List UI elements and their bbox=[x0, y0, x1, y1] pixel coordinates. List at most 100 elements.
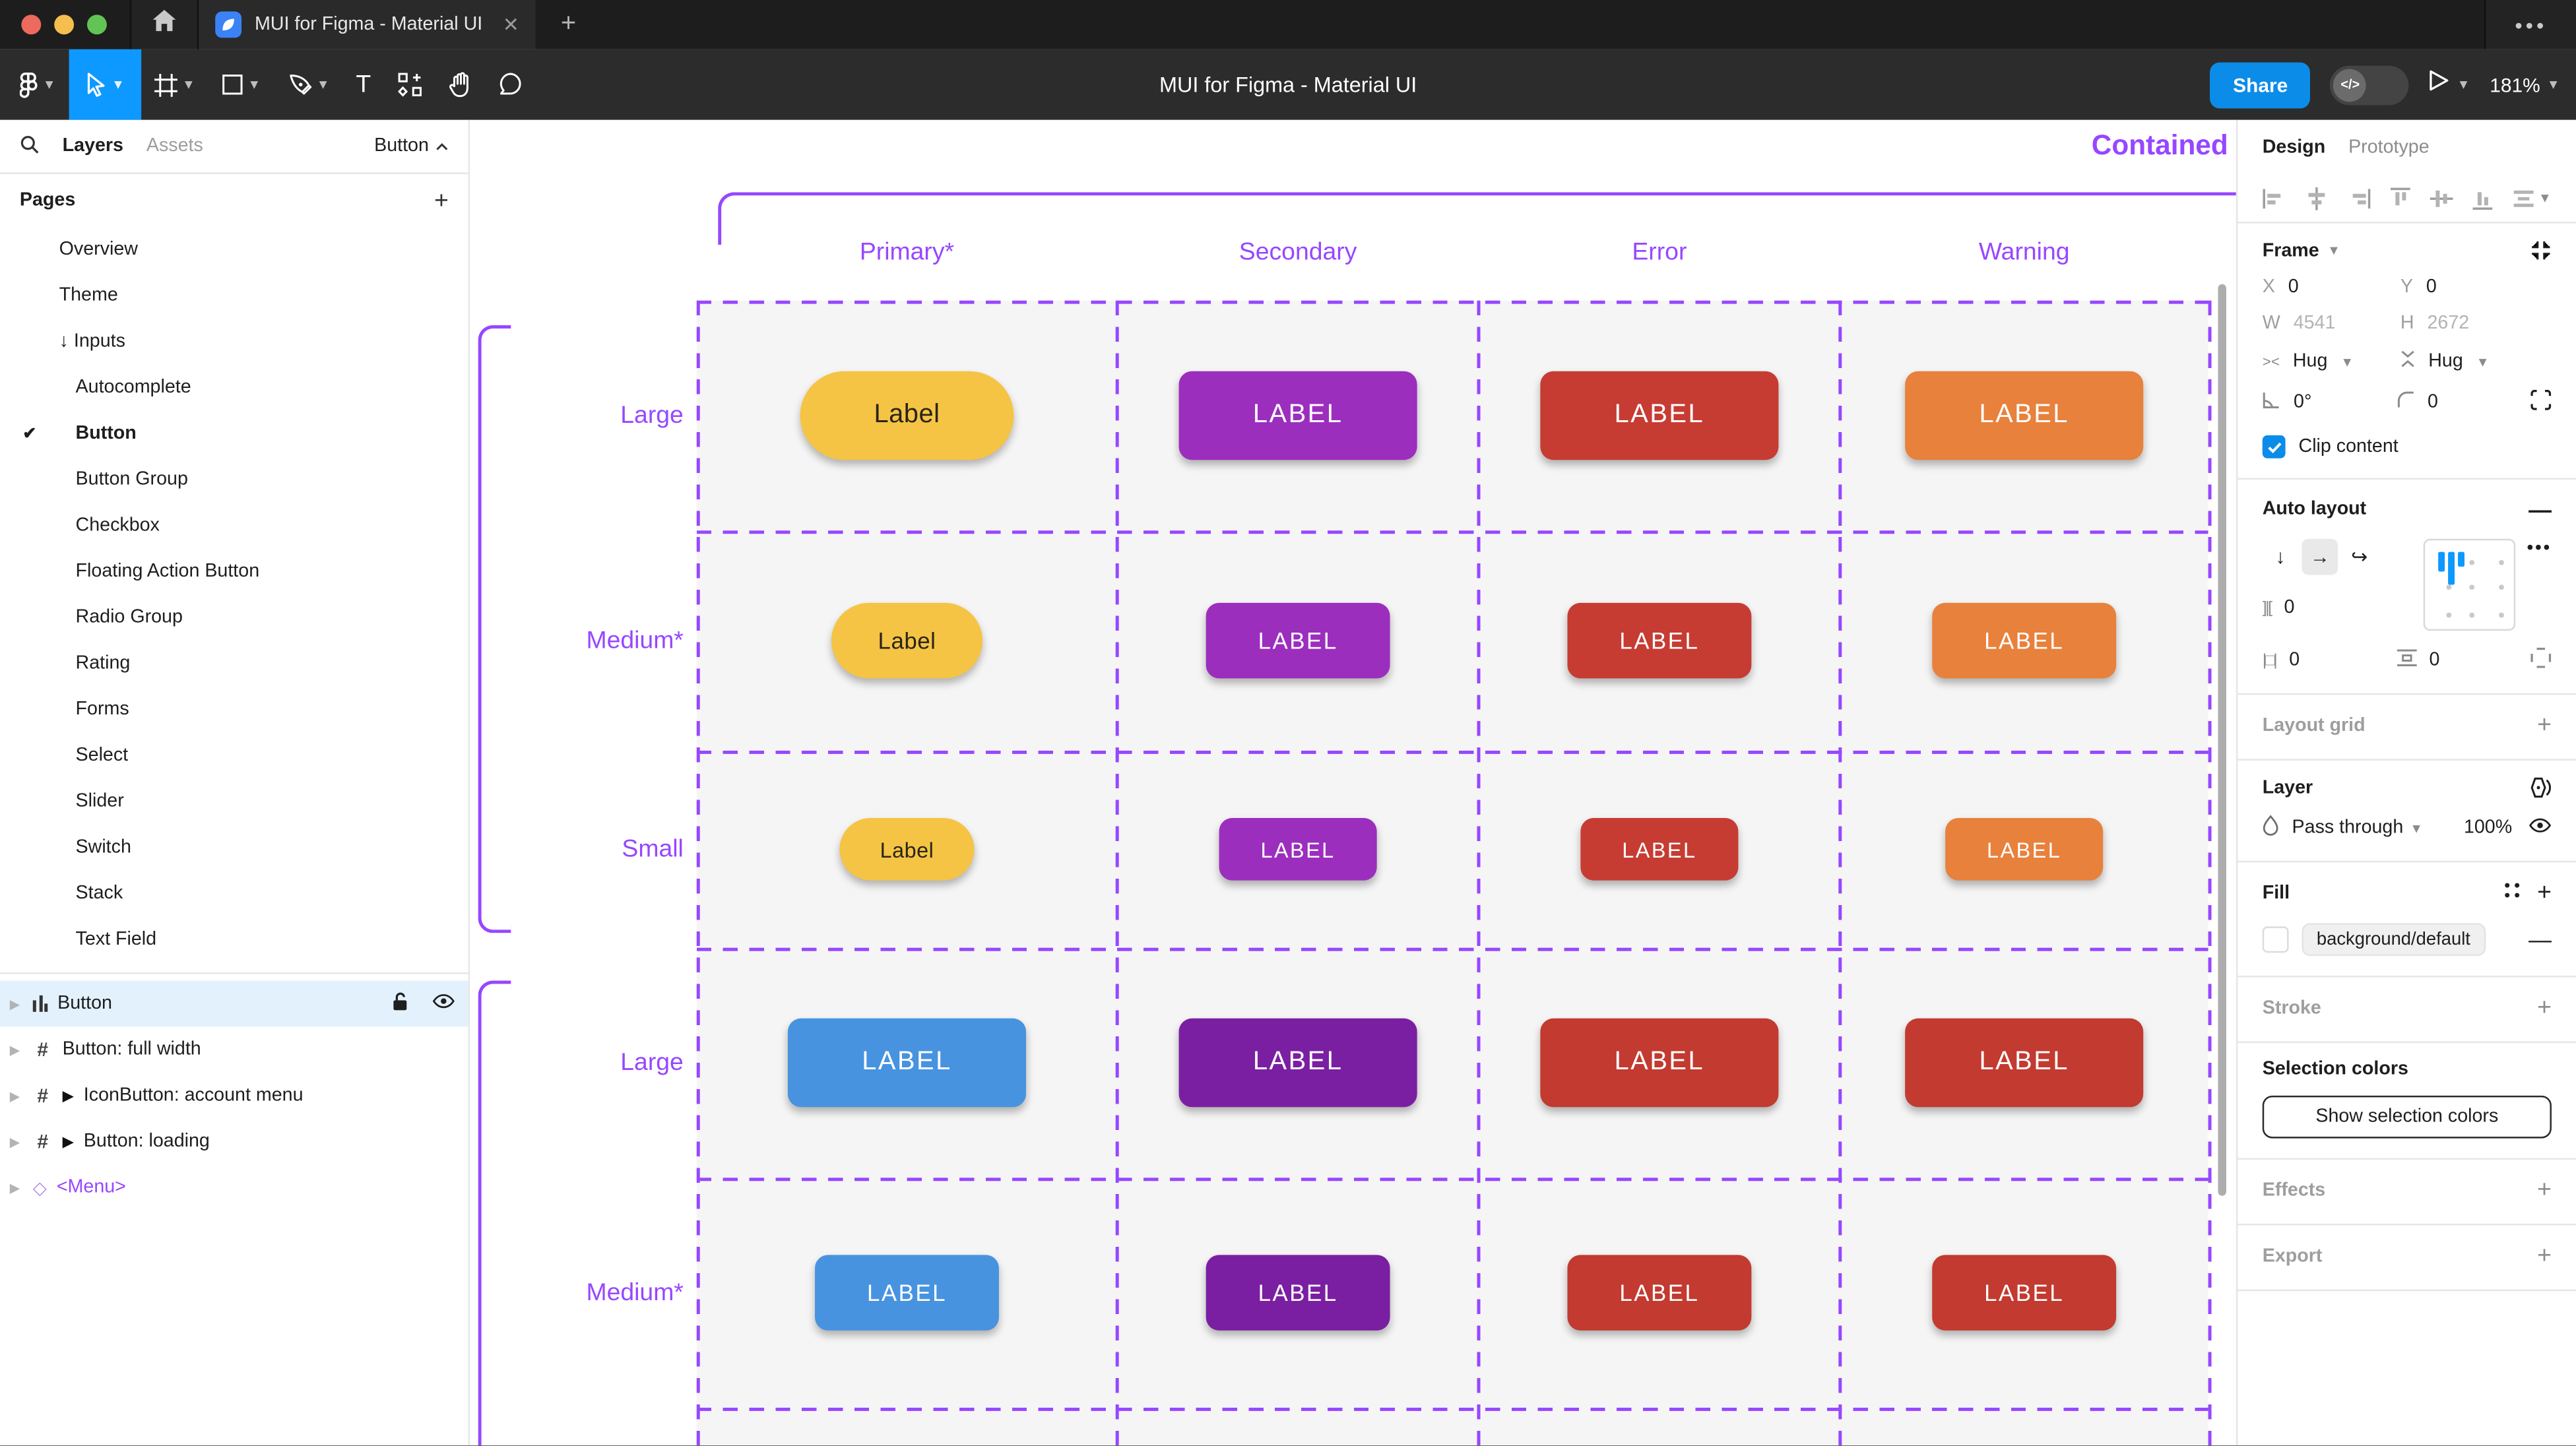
auto-layout-more-button[interactable]: ••• bbox=[2527, 538, 2552, 559]
add-page-button[interactable]: + bbox=[434, 186, 449, 214]
page-item-floating-action-button[interactable]: Floating Action Button bbox=[0, 549, 468, 595]
resources-tool-button[interactable] bbox=[384, 49, 435, 120]
tab-design[interactable]: Design bbox=[2262, 137, 2326, 157]
page-item-radio-group[interactable]: Radio Group bbox=[0, 594, 468, 641]
distribute-menu-icon[interactable]: ▼ bbox=[2512, 188, 2552, 208]
page-item-select[interactable]: Select bbox=[0, 733, 468, 779]
vertical-padding-field[interactable]: 0 bbox=[2396, 649, 2530, 672]
sample-button-medium-error[interactable]: LABEL bbox=[1567, 1255, 1752, 1331]
sample-button-medium-warning[interactable]: LABEL bbox=[1932, 1255, 2117, 1331]
sample-button-medium-secondary[interactable]: LABEL bbox=[1206, 602, 1390, 679]
move-tool-button[interactable]: ▼ bbox=[69, 49, 141, 120]
blend-mode-select[interactable]: Pass through bbox=[2292, 818, 2404, 838]
new-tab-button[interactable]: + bbox=[535, 0, 602, 49]
sample-button-large-error[interactable]: LABEL bbox=[1540, 371, 1779, 460]
zoom-window-button[interactable] bbox=[86, 15, 107, 35]
flow-horizontal-option[interactable]: → bbox=[2302, 538, 2338, 575]
frame-tool-button[interactable]: ▼ bbox=[141, 49, 209, 120]
show-selection-colors-button[interactable]: Show selection colors bbox=[2262, 1095, 2552, 1139]
item-spacing-field[interactable]: ]|[ 0 bbox=[2262, 598, 2295, 618]
sample-button-large-warning[interactable]: LABEL bbox=[1905, 1018, 2144, 1108]
pen-tool-button[interactable]: ▼ bbox=[274, 49, 342, 120]
clip-content-checkbox[interactable]: Clip content bbox=[2262, 435, 2552, 458]
page-item-autocomplete[interactable]: Autocomplete bbox=[0, 365, 468, 411]
page-item-checkbox[interactable]: Checkbox bbox=[0, 503, 468, 549]
page-item-switch[interactable]: Switch bbox=[0, 825, 468, 871]
tab-layers[interactable]: Layers bbox=[62, 136, 123, 156]
disclosure-chevron-icon[interactable]: ▶ bbox=[9, 1134, 20, 1149]
page-item-slider[interactable]: Slider bbox=[0, 778, 468, 825]
page-item-text-field[interactable]: Text Field bbox=[0, 916, 468, 962]
frame-section-title[interactable]: Frame bbox=[2262, 240, 2319, 261]
independent-padding-icon[interactable] bbox=[2530, 647, 2552, 674]
comment-tool-button[interactable] bbox=[484, 49, 535, 120]
page-item-theme[interactable]: Theme bbox=[0, 272, 468, 319]
window-overflow-menu[interactable]: ••• bbox=[2486, 0, 2576, 49]
align-top-icon[interactable] bbox=[2390, 187, 2410, 210]
apply-mask-icon[interactable] bbox=[2528, 777, 2552, 798]
disclosure-chevron-icon[interactable]: ▶ bbox=[9, 996, 20, 1011]
page-item-rating[interactable]: Rating bbox=[0, 641, 468, 687]
layer-row-button-full-width[interactable]: ▶#Button: full width bbox=[0, 1026, 468, 1073]
sample-button-large-secondary[interactable]: LABEL bbox=[1178, 1018, 1417, 1108]
add-fill-button[interactable]: + bbox=[2537, 879, 2552, 907]
remove-auto-layout-button[interactable]: — bbox=[2528, 495, 2552, 522]
tab-prototype[interactable]: Prototype bbox=[2348, 137, 2430, 157]
vertical-resizing-select[interactable]: Hug▼ bbox=[2400, 350, 2538, 373]
chevron-down-icon[interactable]: ▼ bbox=[112, 77, 125, 92]
hand-tool-button[interactable] bbox=[435, 49, 484, 120]
canvas-scrollbar[interactable] bbox=[2218, 284, 2226, 1196]
visibility-eye-icon[interactable] bbox=[2528, 818, 2552, 838]
layer-row-button-loading[interactable]: ▶#▶Button: loading bbox=[0, 1119, 468, 1165]
text-tool-button[interactable]: T bbox=[342, 49, 384, 120]
flow-vertical-option[interactable]: ↓ bbox=[2275, 545, 2286, 569]
page-item-button[interactable]: ✔Button bbox=[0, 411, 468, 457]
sample-button-small-primary[interactable]: Label bbox=[839, 818, 975, 881]
sample-button-large-error[interactable]: LABEL bbox=[1540, 1018, 1779, 1108]
opacity-field[interactable]: 100% bbox=[2463, 818, 2513, 838]
page-item-inputs[interactable]: ↓ Inputs bbox=[0, 319, 468, 365]
page-selector[interactable]: Button bbox=[374, 137, 449, 156]
share-button[interactable]: Share bbox=[2210, 61, 2311, 108]
collapse-panel-icon[interactable] bbox=[2530, 240, 2552, 261]
styles-icon[interactable] bbox=[2504, 882, 2521, 903]
sample-button-medium-secondary[interactable]: LABEL bbox=[1206, 1255, 1390, 1331]
horizontal-padding-field[interactable]: |□| 0 bbox=[2262, 650, 2300, 670]
flow-wrap-option[interactable]: ↩ bbox=[2351, 545, 2368, 569]
sample-button-small-warning[interactable]: LABEL bbox=[1945, 818, 2104, 881]
chevron-down-icon[interactable]: ▼ bbox=[2327, 243, 2340, 258]
home-tab-button[interactable] bbox=[129, 0, 199, 49]
sample-button-large-primary[interactable]: Label bbox=[800, 371, 1014, 460]
page-item-overview[interactable]: Overview bbox=[0, 227, 468, 273]
file-tab[interactable]: MUI for Figma - Material UI ✕ bbox=[199, 0, 536, 49]
alignment-preview[interactable] bbox=[2423, 538, 2516, 631]
sample-button-small-secondary[interactable]: LABEL bbox=[1219, 818, 1377, 881]
search-icon[interactable] bbox=[20, 134, 40, 158]
add-export-button[interactable]: + bbox=[2537, 1242, 2552, 1270]
corner-radius-field[interactable]: 0 bbox=[2397, 391, 2530, 414]
sample-button-large-warning[interactable]: LABEL bbox=[1905, 371, 2144, 460]
present-button[interactable]: ▼ bbox=[2429, 69, 2470, 100]
eye-icon[interactable] bbox=[432, 993, 455, 1013]
lock-open-icon[interactable] bbox=[391, 991, 409, 1016]
sample-button-large-secondary[interactable]: LABEL bbox=[1178, 371, 1417, 460]
disclosure-chevron-icon[interactable]: ▶ bbox=[9, 1088, 20, 1104]
close-tab-icon[interactable]: ✕ bbox=[502, 13, 519, 36]
align-left-icon[interactable] bbox=[2263, 188, 2286, 208]
layer-row-button[interactable]: ▶Button bbox=[0, 980, 468, 1027]
page-item-stack[interactable]: Stack bbox=[0, 871, 468, 917]
horizontal-resizing-select[interactable]: >< Hug▼ bbox=[2262, 351, 2354, 371]
align-right-icon[interactable] bbox=[2348, 188, 2371, 208]
chevron-down-icon[interactable]: ▼ bbox=[247, 77, 261, 92]
main-menu-button[interactable]: ▼ bbox=[0, 49, 69, 120]
layer-row--menu-[interactable]: ▶◇<Menu> bbox=[0, 1164, 468, 1210]
page-item-forms[interactable]: Forms bbox=[0, 687, 468, 733]
fill-color-swatch[interactable] bbox=[2262, 926, 2289, 953]
sample-button-small-error[interactable]: LABEL bbox=[1580, 818, 1739, 881]
disclosure-chevron-icon[interactable]: ▶ bbox=[9, 1180, 20, 1195]
chevron-down-icon[interactable]: ▼ bbox=[316, 77, 330, 92]
close-window-button[interactable] bbox=[21, 15, 42, 35]
